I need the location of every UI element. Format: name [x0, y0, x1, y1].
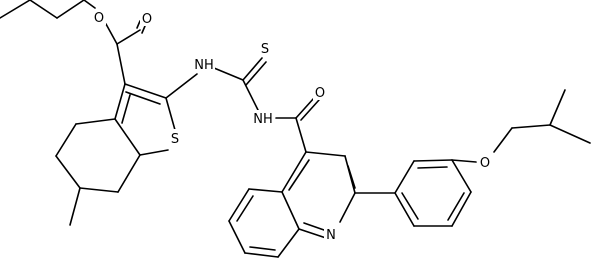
bond — [413, 159, 453, 162]
bond — [305, 151, 346, 157]
bond — [165, 73, 198, 99]
bond — [303, 222, 325, 231]
bond — [124, 83, 167, 99]
bonds — [0, 0, 591, 258]
amide-nh: NH — [251, 110, 275, 127]
ether-oxygen: O — [478, 154, 492, 171]
bond — [298, 228, 327, 239]
ester-carbonyl-oxygen: O — [140, 10, 154, 27]
bond — [116, 43, 126, 85]
bond — [394, 160, 415, 194]
atom-label-nh: NH — [194, 58, 214, 73]
bond — [288, 159, 310, 191]
thiourea-nh-left: NH — [193, 56, 215, 73]
ester-oxygen: O — [92, 9, 106, 26]
bond — [29, 0, 58, 19]
quinoline-nitrogen: N — [324, 226, 338, 243]
atom-label-o: O — [142, 12, 152, 27]
bond — [245, 61, 267, 86]
bond — [248, 188, 283, 193]
bond — [447, 192, 465, 221]
bond — [56, 0, 85, 19]
bond — [117, 154, 141, 193]
bond — [242, 57, 263, 81]
bond — [105, 23, 118, 45]
bond — [401, 192, 419, 220]
thiocarbonyl-sulfur: S — [258, 40, 272, 57]
bond — [249, 246, 276, 251]
atom-label-nh: NH — [253, 112, 273, 127]
bond — [281, 151, 307, 193]
bond — [493, 127, 513, 153]
bond — [83, 0, 96, 9]
bond — [228, 220, 246, 254]
bond — [451, 191, 472, 227]
bond — [114, 118, 141, 156]
bond — [165, 97, 176, 131]
thiophene-sulfur: S — [168, 129, 182, 147]
atom-label-o: O — [94, 11, 104, 26]
bond — [281, 191, 300, 230]
bond — [295, 97, 315, 119]
bond — [236, 195, 254, 222]
bond — [417, 166, 448, 169]
bond — [549, 124, 591, 144]
bond — [451, 159, 472, 193]
bond — [295, 117, 307, 153]
bond — [277, 228, 300, 258]
bond — [242, 79, 259, 111]
bond — [69, 187, 81, 226]
bond — [244, 252, 279, 258]
bond — [213, 67, 244, 81]
atom-label-o: O — [480, 156, 490, 171]
atom-label-n: N — [326, 228, 336, 243]
bond — [55, 123, 77, 157]
bond — [394, 192, 415, 227]
atom-label-s: S — [261, 42, 269, 57]
bond — [125, 91, 161, 105]
atom-labels: O O S NH S NH O N — [92, 9, 492, 243]
amide-oxygen: O — [313, 84, 327, 101]
bond — [114, 83, 126, 120]
bond — [300, 99, 320, 121]
bond — [79, 187, 119, 193]
bond — [116, 29, 141, 45]
bond — [136, 20, 141, 29]
bond — [141, 25, 146, 34]
bond — [451, 159, 477, 163]
bond — [228, 188, 250, 222]
bond — [75, 118, 116, 125]
bond — [549, 89, 566, 126]
bond — [139, 149, 169, 156]
bond — [0, 0, 31, 19]
bond — [511, 124, 551, 129]
bond — [121, 94, 131, 124]
atom-label-s: S — [171, 132, 179, 147]
bond — [339, 192, 356, 223]
bond — [347, 165, 356, 189]
bond — [55, 155, 81, 189]
atom-label-o: O — [315, 86, 325, 101]
